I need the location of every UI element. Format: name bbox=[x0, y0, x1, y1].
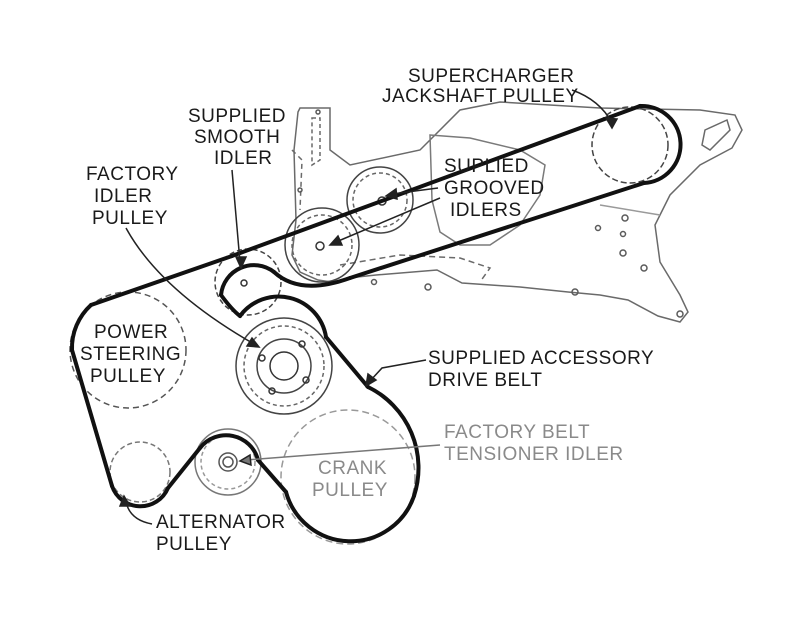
label-power-steering-line3: PULLEY bbox=[90, 366, 166, 387]
leader-factory-idler bbox=[125, 227, 255, 345]
arrow-grooved-upper bbox=[384, 187, 398, 201]
factory-idler-bolt-hole bbox=[258, 354, 266, 362]
factory-idler-bolt-hole bbox=[298, 340, 306, 348]
bracket-hole bbox=[619, 230, 627, 238]
leader-grooved-lower bbox=[335, 197, 441, 243]
label-power-steering-line2: STEERING bbox=[80, 344, 181, 365]
factory-idler-bolt-hole bbox=[268, 387, 276, 395]
bracket-hole bbox=[297, 187, 303, 193]
leader-grooved-upper bbox=[391, 187, 439, 195]
labels: SUPERCHARGER JACKSHAFT PULLEY SUPPLIED S… bbox=[80, 66, 654, 555]
label-accessory-belt-line2: DRIVE BELT bbox=[428, 370, 542, 391]
arrow-factory-idler bbox=[245, 336, 261, 348]
label-supercharger-line1: SUPERCHARGER bbox=[408, 66, 574, 87]
label-factory-idler-line2: IDLER bbox=[94, 186, 152, 207]
arrow-grooved-lower bbox=[328, 234, 344, 246]
label-grooved-idlers-line1: SUPLIED bbox=[444, 156, 529, 177]
label-supercharger-line2: JACKSHAFT PULLEY bbox=[382, 86, 579, 107]
label-crank-line1: CRANK bbox=[318, 458, 387, 479]
grooved-idler-lower bbox=[284, 207, 360, 283]
bracket-hole bbox=[676, 310, 684, 318]
leader-smooth-idler bbox=[231, 169, 241, 263]
accessory-drive-belt bbox=[69, 103, 683, 544]
bracket-hole bbox=[315, 109, 321, 115]
factory-idler-pulley-mid bbox=[256, 338, 312, 394]
arrow-accessory-belt bbox=[364, 372, 378, 388]
leader-lines bbox=[118, 89, 619, 525]
factory-idler-bolt-hole bbox=[302, 376, 310, 384]
bracket-hole bbox=[621, 214, 629, 222]
arrow-tensioner bbox=[238, 453, 252, 467]
bracket-hole bbox=[424, 283, 432, 291]
label-tensioner-line2: TENSIONER IDLER bbox=[444, 444, 624, 465]
bracket-holes bbox=[297, 109, 684, 318]
factory-idler-pulley-inner bbox=[243, 325, 325, 407]
crank-pulley bbox=[280, 409, 416, 545]
supercharger-jackshaft-pulley bbox=[591, 106, 669, 184]
grooved-idler-lower-hub bbox=[315, 241, 325, 251]
factory-belt-tensioner-idler-hub bbox=[218, 452, 238, 472]
alternator-pulley bbox=[109, 441, 171, 503]
leader-accessory-belt bbox=[369, 359, 427, 382]
leader-tensioner bbox=[245, 444, 441, 461]
arrow-supercharger bbox=[604, 117, 619, 130]
label-smooth-idler-line1: SUPPLIED bbox=[188, 106, 286, 127]
grooved-idler-upper-inner bbox=[352, 172, 408, 228]
bracket-hole bbox=[571, 288, 579, 296]
label-factory-idler-line3: PULLEY bbox=[92, 208, 168, 229]
arrow-smooth-idler bbox=[234, 256, 248, 270]
label-tensioner-line1: FACTORY BELT bbox=[444, 422, 590, 443]
arrow-alternator bbox=[118, 494, 132, 507]
factory-idler-pulley-hub bbox=[269, 351, 299, 381]
smooth-idler-hub bbox=[240, 279, 248, 287]
grooved-idler-upper bbox=[346, 166, 414, 234]
label-factory-idler-line1: FACTORY bbox=[86, 164, 179, 185]
factory-idler-pulley bbox=[235, 317, 333, 415]
label-power-steering-line1: POWER bbox=[94, 322, 168, 343]
factory-belt-tensioner-idler-hub-inner bbox=[222, 456, 234, 468]
bracket-hole bbox=[594, 224, 602, 232]
label-smooth-idler-line3: IDLER bbox=[214, 148, 272, 169]
bracket-hole bbox=[370, 278, 378, 286]
label-accessory-belt-line1: SUPPLIED ACCESSORY bbox=[428, 348, 654, 369]
grooved-idler-lower-inner bbox=[291, 214, 353, 276]
label-smooth-idler-line2: SMOOTH bbox=[194, 127, 280, 148]
bracket-hole bbox=[619, 249, 627, 257]
label-alternator-line1: ALTERNATOR bbox=[156, 512, 286, 533]
label-alternator-line2: PULLEY bbox=[156, 534, 232, 555]
label-grooved-idlers-line3: IDLERS bbox=[450, 200, 522, 221]
label-crank-line2: PULLEY bbox=[312, 480, 388, 501]
label-grooved-idlers-line2: GROOVED bbox=[444, 178, 545, 199]
bracket-hole bbox=[640, 264, 648, 272]
